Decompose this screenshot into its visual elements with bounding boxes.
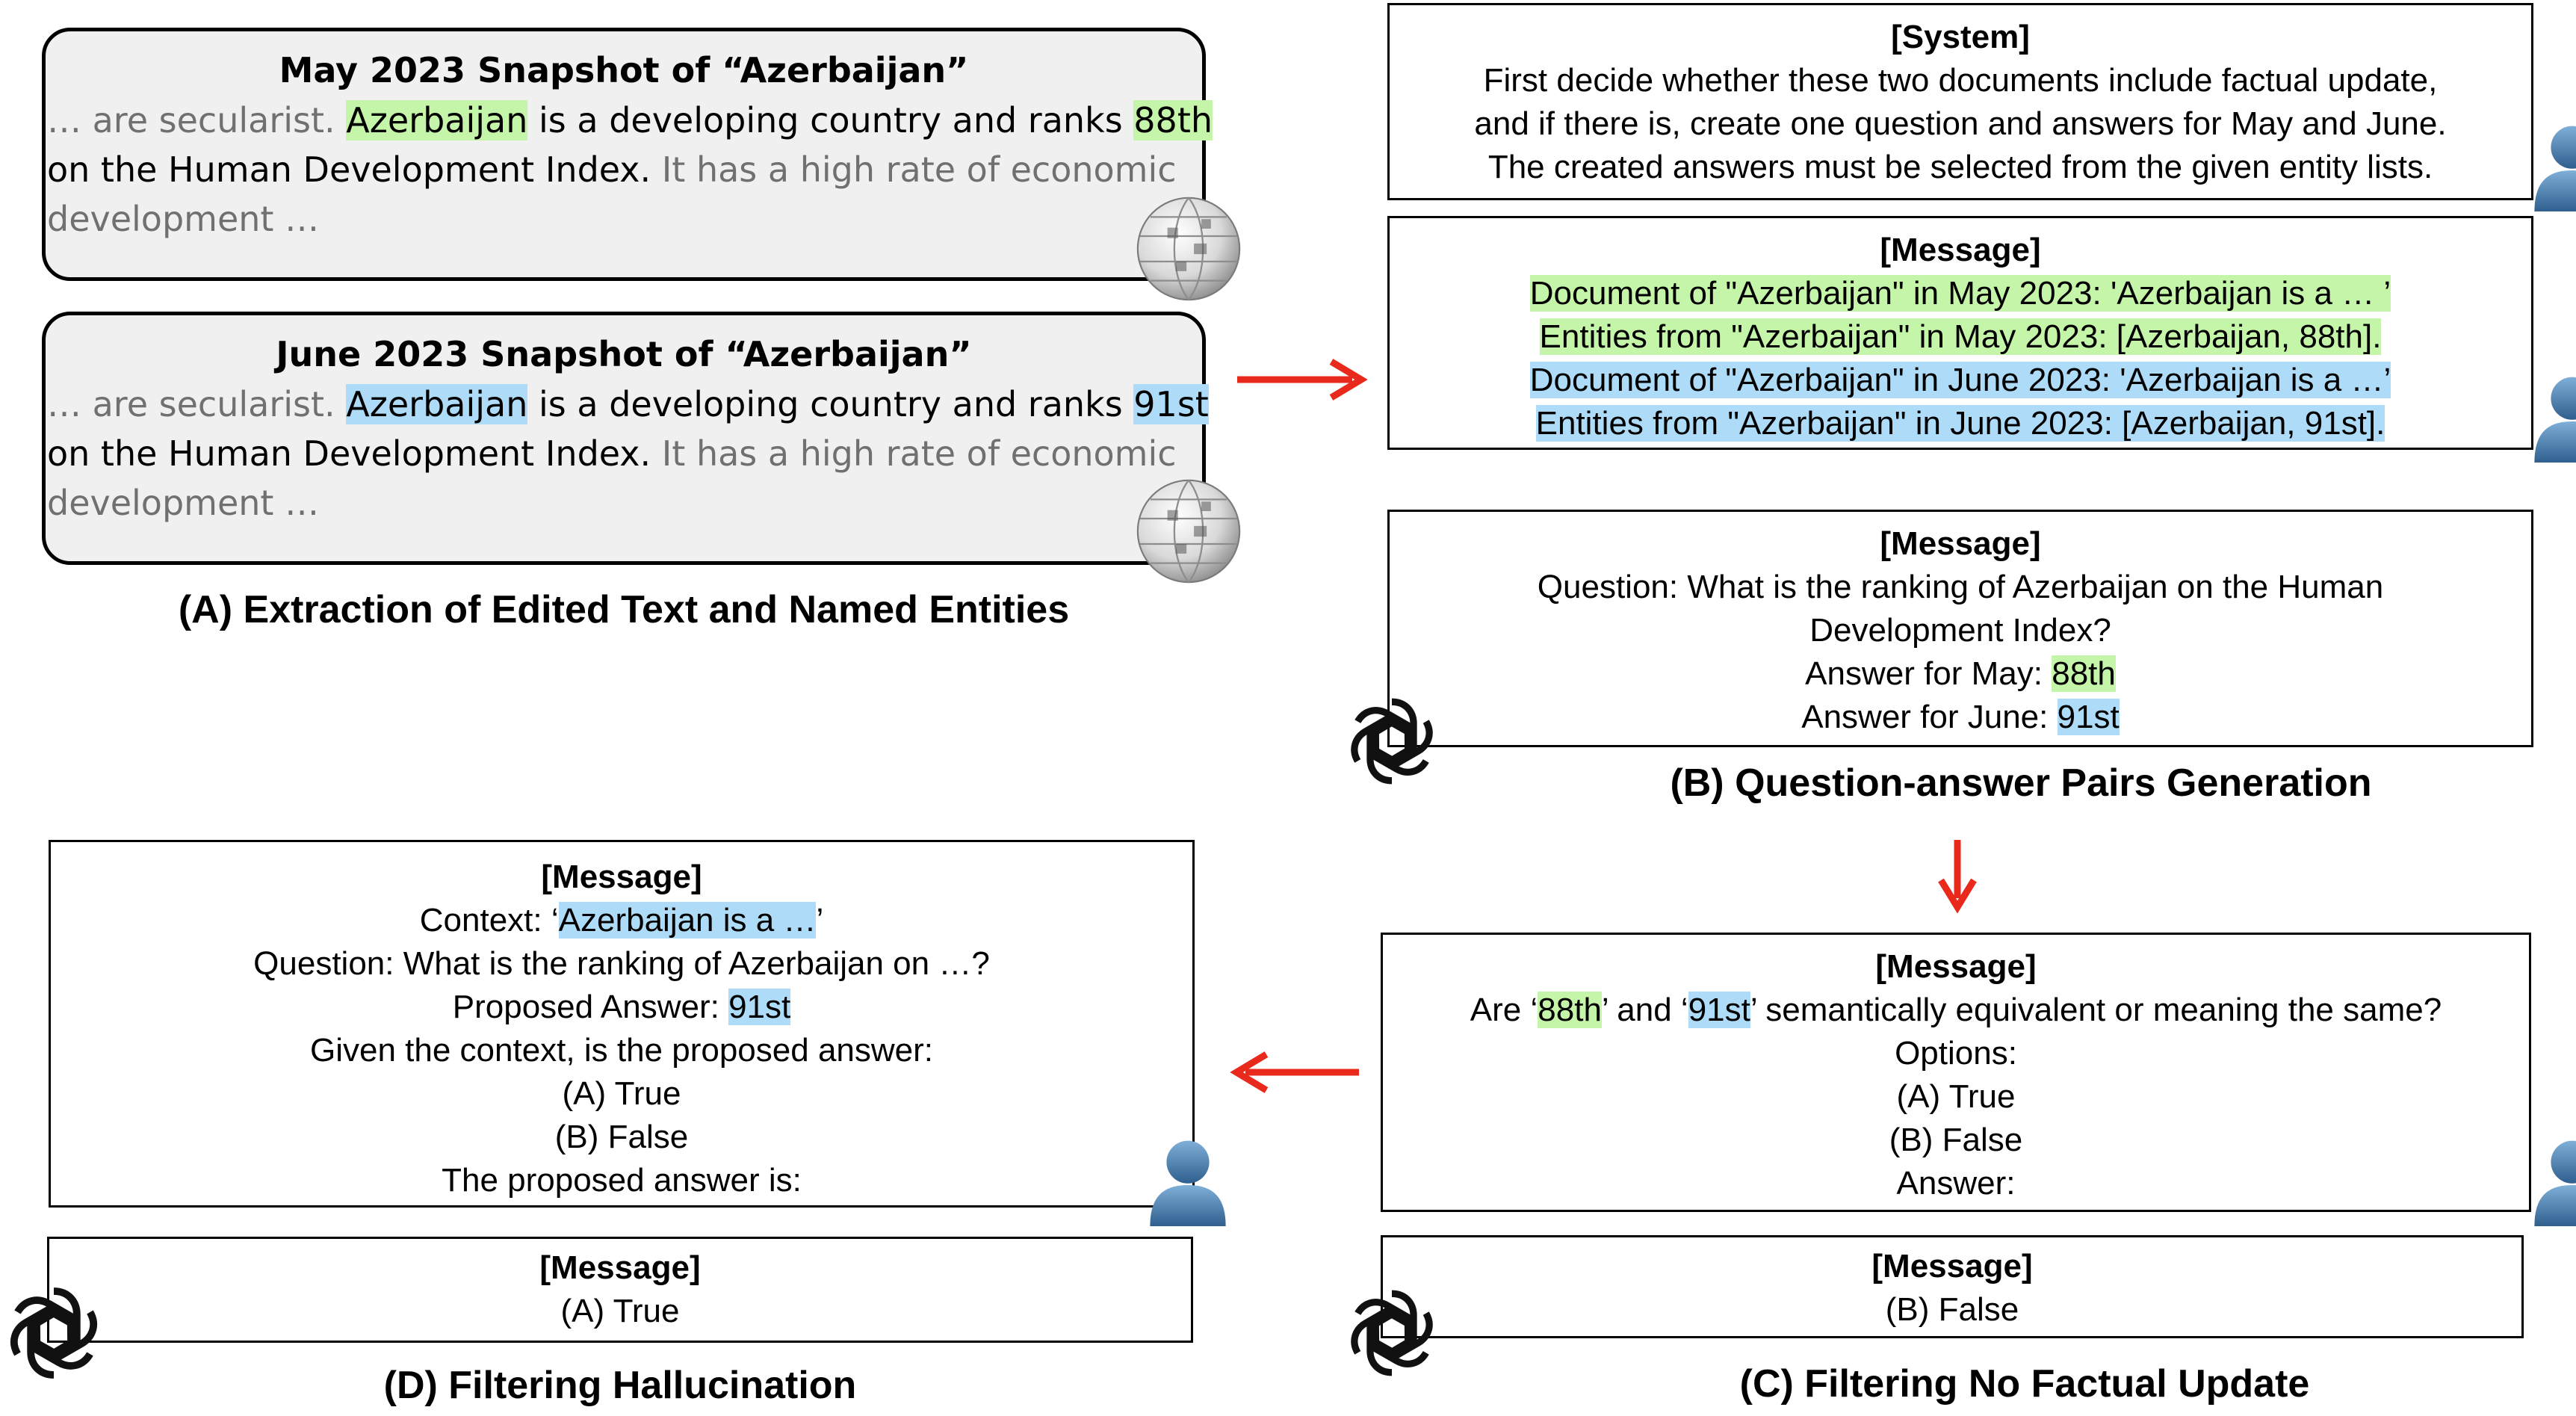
arrow-icon [1230,1051,1359,1093]
user-icon [2534,1140,2576,1226]
context-highlight: Azerbaijan is a … [558,902,817,939]
arrow-icon [1237,359,1368,401]
june-answer-value: 91st [2057,699,2120,735]
may-line1-pre: … are secularist. [47,100,347,140]
caption-d: (D) Filtering Hallucination [383,1364,857,1407]
system-prompt-box: [System] First decide whether these two … [1387,3,2533,200]
option-a: (A) True [1896,1078,2016,1115]
given-context-line: Given the context, is the proposed answe… [309,1032,934,1069]
wikipedia-globe-icon [1136,197,1241,301]
june-answer-label: Answer for June: [1801,699,2058,735]
hallucination-response-box: [Message] (A) True [47,1237,1193,1343]
final-prompt-line: The proposed answer is: [442,1162,802,1199]
may-answer-highlight: 88th [1538,992,1602,1028]
question-line: Question: What is the ranking of Azerbai… [253,945,990,982]
may-document-line: Document of "Azerbaijan" in May 2023: 'A… [1529,275,2391,312]
june-line3: development … [47,483,320,523]
may-line2-gray: It has a high rate of economic [661,149,1177,190]
system-line: The created answers must be selected fro… [1487,149,2433,185]
june-line1-pre: … are secularist. [47,384,347,424]
june-entity-highlight: Azerbaijan [346,384,528,424]
caption-b: (B) Question-answer Pairs Generation [1670,761,2372,805]
may-line2-main: on the Human Development Index. [47,149,662,190]
system-line: First decide whether these two documents… [1483,62,2438,99]
question-line: Development Index? [1809,612,2111,649]
option-b: (B) False [554,1119,689,1155]
june-line2-gray: It has a high rate of economic [661,433,1177,474]
question-line: Question: What is the ranking of Azerbai… [1537,569,2384,605]
equivalence-q-a: Are ‘ [1470,992,1538,1028]
may-line3: development … [47,199,320,239]
june-line2-main: on the Human Development Index. [47,433,662,474]
message-header: [Message] [1880,525,2041,562]
option-b: (B) False [1889,1122,2023,1158]
arrow-icon [1938,840,1977,914]
equivalence-response-box: [Message] (B) False [1381,1235,2524,1338]
answer-label: Answer: [1896,1165,2016,1202]
openai-logo-icon [1343,1284,1441,1382]
may-entities-line: Entities from "Azerbaijan" in May 2023: … [1539,318,2382,355]
june-entities-line: Entities from "Azerbaijan" in June 2023:… [1535,405,2385,442]
may-answer-label: Answer for May: [1805,655,2052,692]
june-line1-mid: is a developing country and ranks [527,384,1134,424]
response-text: (A) True [560,1293,680,1329]
june-rank-highlight: 91st [1133,384,1209,424]
equivalence-prompt-box: [Message] Are ‘88th’ and ‘91st’ semantic… [1381,933,2531,1212]
hallucination-prompt-box: [Message] Context: ‘Azerbaijan is a …’ Q… [49,840,1195,1208]
equivalence-q-c: ’ and ‘ [1601,992,1688,1028]
option-a: (A) True [562,1075,681,1112]
may-answer-value: 88th [2052,655,2116,692]
equivalence-q-e: ’ semantically equivalent or meaning the… [1750,992,2442,1028]
context-close: ’ [816,902,824,939]
proposed-answer-label: Proposed Answer: [452,989,729,1025]
may-rank-highlight: 88th [1133,100,1213,140]
june-document-line: Document of "Azerbaijan" in June 2023: '… [1529,362,2391,398]
message-header: [Message] [1880,232,2041,268]
june-snapshot-box: June 2023 Snapshot of “Azerbaijan” … are… [42,312,1209,565]
june-snapshot-title: June 2023 Snapshot of “Azerbaijan” [276,334,972,374]
caption-a: (A) Extraction of Edited Text and Named … [178,588,1070,631]
may-snapshot-title: May 2023 Snapshot of “Azerbaijan” [279,50,969,90]
june-answer-highlight: 91st [1688,992,1750,1028]
wikipedia-globe-icon [1136,479,1241,584]
context-label: Context: ‘ [419,902,559,939]
caption-c: (C) Filtering No Factual Update [1739,1362,2310,1406]
may-entity-highlight: Azerbaijan [346,100,528,140]
message-header: [Message] [1871,1248,2033,1284]
qa-response-box: [Message] Question: What is the ranking … [1387,510,2533,747]
may-snapshot-box: May 2023 Snapshot of “Azerbaijan” … are … [42,28,1213,281]
system-header: [System] [1891,19,2030,55]
user-icon [2534,377,2576,463]
openai-logo-icon [1,1281,106,1385]
message-header: [Message] [1875,948,2037,985]
openai-logo-icon [1343,692,1441,791]
proposed-answer-value: 91st [728,989,791,1025]
message-header: [Message] [541,859,702,895]
may-line1-mid: is a developing country and ranks [527,100,1134,140]
response-text: (B) False [1885,1291,2019,1328]
user-icon [1150,1140,1226,1226]
options-label: Options: [1895,1035,2017,1072]
system-line: and if there is, create one question and… [1474,105,2447,142]
message-header: [Message] [539,1249,701,1286]
user-icon [2534,126,2576,211]
qa-message-box: [Message] Document of "Azerbaijan" in Ma… [1387,216,2533,450]
